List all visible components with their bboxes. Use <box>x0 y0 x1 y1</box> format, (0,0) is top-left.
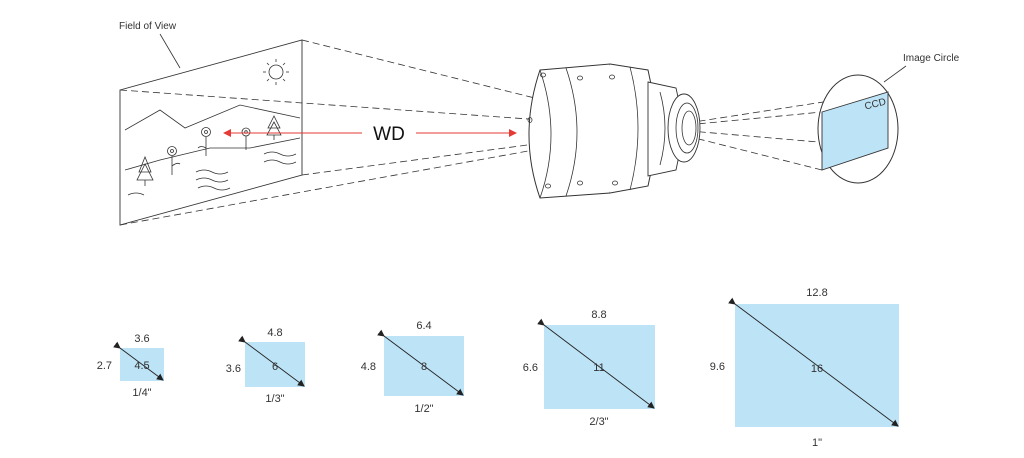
sensor-diagonal-label: 6 <box>272 361 278 373</box>
tree-icon <box>266 115 282 140</box>
wd-label: WD <box>373 124 405 145</box>
sensor-quarter-inch: 3.6 2.7 4.5 1/4" <box>97 333 164 399</box>
sensor-third-inch: 4.8 3.6 6 1/3" <box>226 327 305 405</box>
water-waves <box>127 151 297 196</box>
sensor-diagonal-arrow <box>377 329 464 396</box>
tree-icon <box>136 155 154 186</box>
sensor-diagonal-label: 8 <box>421 361 427 373</box>
ccd-sensor <box>821 91 889 171</box>
flower-icon <box>241 127 251 150</box>
sensor-diagonal-arrow <box>728 297 899 427</box>
sensor-width-label: 8.8 <box>591 309 606 321</box>
sensor-format-label: 1" <box>812 437 822 449</box>
image-circle-group: CCD Image Circle <box>817 53 960 184</box>
flower-icon <box>167 146 181 175</box>
sensor-two-thirds-inch: 8.8 6.6 11 2/3" <box>523 309 655 428</box>
working-distance-indicator: WD <box>223 124 517 145</box>
sensor-diagonal-arrow <box>238 335 305 387</box>
field-of-view-scene: Field of View <box>119 21 303 226</box>
sensor-height-label: 6.6 <box>523 362 538 374</box>
sensor-diagonal-label: 16 <box>811 363 823 375</box>
sensor-height-label: 3.6 <box>226 363 241 375</box>
sensor-width-label: 12.8 <box>806 287 827 299</box>
flower-icon <box>197 127 211 156</box>
lens-body <box>527 63 701 199</box>
sensor-diagonal-label: 4.5 <box>134 360 149 372</box>
sensor-width-label: 6.4 <box>416 320 431 332</box>
image-circle-label: Image Circle <box>903 53 960 64</box>
sensor-half-inch: 6.4 4.8 8 1/2" <box>361 320 464 415</box>
sensor-height-label: 4.8 <box>361 361 376 373</box>
sensor-format-label: 1/2" <box>414 403 433 415</box>
sensor-format-label: 1/4" <box>132 387 151 399</box>
field-of-view-label: Field of View <box>119 21 177 32</box>
sensor-one-inch: 12.8 9.6 16 1" <box>710 287 899 449</box>
sensor-diagonal-label: 11 <box>593 362 604 374</box>
ccd-label: CCD <box>864 97 888 113</box>
sensor-height-label: 9.6 <box>710 361 725 373</box>
mountain-line <box>124 104 301 131</box>
sensor-height-label: 2.7 <box>97 360 112 372</box>
hill-line <box>124 137 301 171</box>
sensor-diagonal-arrow <box>113 341 164 381</box>
sensor-sizes: 3.6 2.7 4.5 1/4" 4.8 3.6 6 1/3" 6.4 4.8 … <box>97 287 899 449</box>
sensor-width-label: 4.8 <box>267 327 282 339</box>
sensor-diagonal-arrow <box>537 318 655 409</box>
sensor-format-label: 2/3" <box>589 416 608 428</box>
sun-icon <box>263 59 289 85</box>
field-of-view-leader <box>159 33 181 69</box>
sensor-width-label: 3.6 <box>134 333 149 345</box>
image-circle-leader <box>883 65 907 83</box>
sensor-format-label: 1/3" <box>265 393 284 405</box>
